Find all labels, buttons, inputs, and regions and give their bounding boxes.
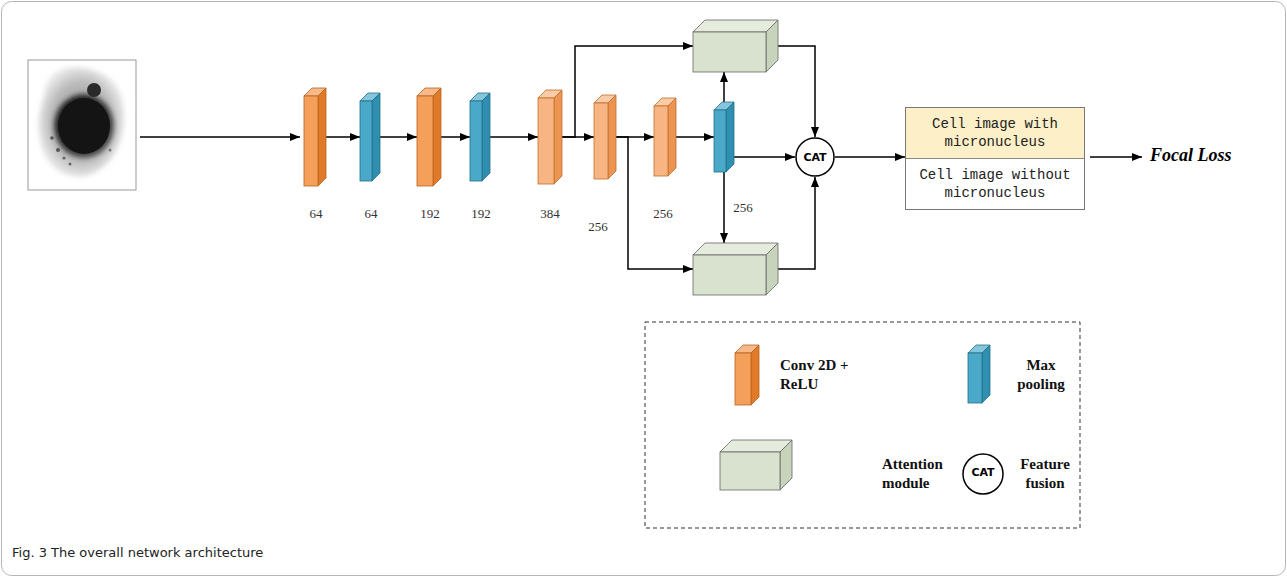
channel-count: 256 (733, 200, 753, 216)
loss-arrow (1090, 156, 1142, 158)
legend-fusion-icon (963, 454, 1003, 494)
loss-name: Focal Loss (1150, 145, 1232, 166)
data-flow-arrow (326, 136, 360, 138)
legend-frame (645, 322, 1080, 528)
data-flow-arrow (441, 136, 470, 138)
output-box: Cell image with micronucleusCell image w… (905, 107, 1085, 210)
attention-module (693, 20, 778, 72)
attention-box (693, 243, 778, 295)
pooling-layer: 64 (360, 93, 380, 181)
channel-count: 64 (365, 206, 378, 222)
layer-slab (538, 90, 562, 184)
channel-count: 192 (471, 206, 491, 222)
data-flow-arrow (380, 136, 417, 138)
fusion-node: CAT (795, 137, 835, 177)
cell-image (28, 60, 136, 190)
legend-pool-icon (968, 345, 990, 403)
data-flow-arrow (778, 46, 815, 137)
legend-fusion-text: CAT (963, 466, 1003, 479)
conv-layer: 256 (654, 98, 676, 176)
attention-box (693, 20, 778, 72)
channel-count: 192 (420, 206, 440, 222)
attention-module (693, 243, 778, 295)
layer-slab (654, 98, 676, 176)
data-flow-arrow (778, 177, 815, 269)
figure-caption: Fig. 3 The overall network architecture (12, 545, 263, 560)
positive-class: Cell image with micronucleus (906, 108, 1084, 159)
legend-text: Attention module (882, 455, 962, 493)
data-flow-arrow (490, 136, 538, 138)
data-flow-arrow (676, 136, 714, 138)
legend-attention-icon (720, 440, 792, 490)
channel-count: 256 (588, 219, 608, 235)
negative-class: Cell image without micronucleus (906, 159, 1084, 209)
conv-layer: 192 (417, 88, 441, 186)
layer-slab (470, 93, 490, 181)
legend-text: Feature fusion (1012, 455, 1078, 493)
layer-slab (594, 95, 616, 179)
data-flow-arrow (723, 72, 725, 102)
channel-count: 384 (540, 206, 560, 222)
conv-layer: 384 (538, 90, 562, 184)
channel-count: 64 (310, 206, 323, 222)
layer-slab (304, 88, 326, 186)
layer-slab (714, 102, 734, 172)
data-flow-arrow (835, 156, 905, 158)
legend-text: Max pooling (1006, 356, 1076, 394)
conv-layer: 64 (304, 88, 326, 186)
data-flow-arrow (734, 156, 795, 158)
layer-slab (360, 93, 380, 181)
pooling-layer: 256 (714, 102, 734, 172)
input-arrow (140, 136, 300, 138)
legend-text: Conv 2D + ReLU (780, 356, 875, 394)
conv-layer: 256 (594, 95, 616, 179)
data-flow-arrow (723, 172, 725, 243)
channel-count: 256 (653, 206, 673, 222)
legend-conv-icon (735, 345, 759, 405)
pooling-layer: 192 (470, 93, 490, 181)
fusion-label: CAT (803, 151, 826, 164)
layer-slab (417, 88, 441, 186)
